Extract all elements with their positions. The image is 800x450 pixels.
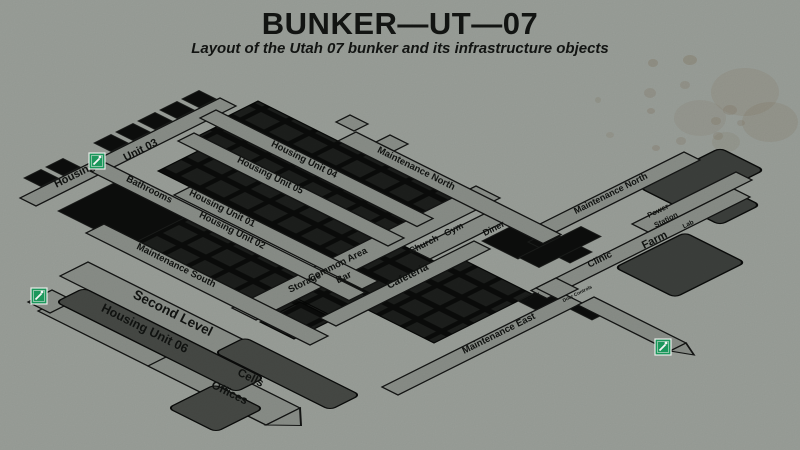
bunker-map-page: BUNKER—UT—07 Layout of the Utah 07 bunke…: [0, 0, 800, 450]
noise-overlay: [0, 0, 800, 450]
